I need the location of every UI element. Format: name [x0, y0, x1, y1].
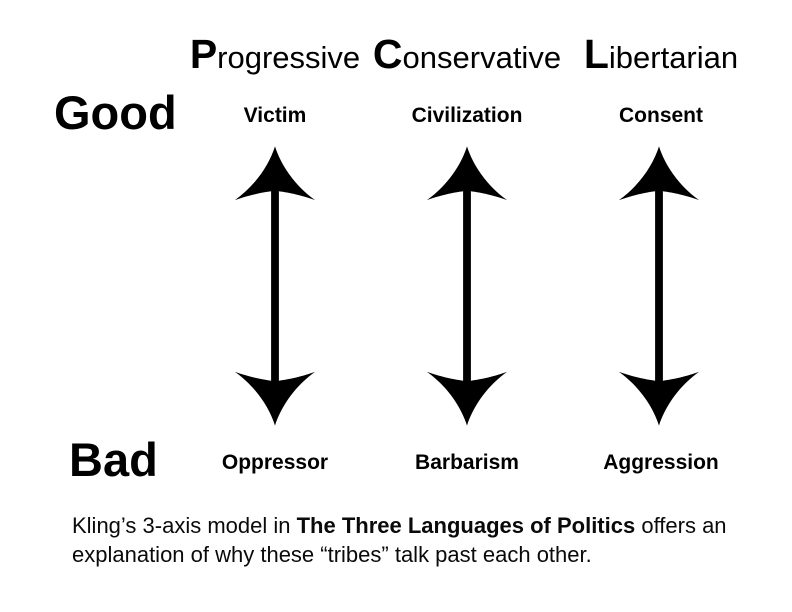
- axis-title-initial: C: [372, 31, 403, 77]
- axis-title-rest: onservative: [402, 40, 562, 75]
- good-scale-label: Good: [54, 86, 177, 139]
- axis-title-rest: rogressive: [217, 40, 361, 75]
- axis-title-rest: ibertarian: [608, 40, 739, 75]
- good-pole-label-conservative: Civilization: [411, 104, 523, 127]
- caption-text-before-title: Kling’s 3-axis model in: [72, 513, 297, 538]
- bad-pole-label-conservative: Barbarism: [415, 451, 519, 474]
- axis-title-initial: L: [583, 31, 609, 77]
- double-arrow-icon: [426, 146, 508, 426]
- axis-title-libertarian: Libertarian: [546, 30, 776, 80]
- axis-title-conservative: Conservative: [352, 30, 582, 80]
- axis-title-progressive: Progressive: [160, 30, 390, 80]
- bad-pole-label-libertarian: Aggression: [603, 451, 719, 474]
- caption: Kling’s 3-axis model in The Three Langua…: [72, 511, 752, 569]
- caption-line-2: explanation of why these “tribes” talk p…: [72, 542, 592, 567]
- caption-text-after-title: offers an: [635, 513, 727, 538]
- axis-title-initial: P: [189, 31, 218, 77]
- good-pole-label-progressive: Victim: [243, 104, 307, 127]
- double-arrow-icon: [234, 146, 316, 426]
- bad-pole-label-progressive: Oppressor: [221, 451, 329, 474]
- good-pole-label-libertarian: Consent: [619, 104, 703, 127]
- bad-scale-label: Bad: [69, 433, 158, 486]
- double-arrow-icon: [618, 146, 700, 426]
- caption-book-title: The Three Languages of Politics: [296, 513, 636, 538]
- caption-line-1: Kling’s 3-axis model in The Three Langua…: [72, 511, 752, 540]
